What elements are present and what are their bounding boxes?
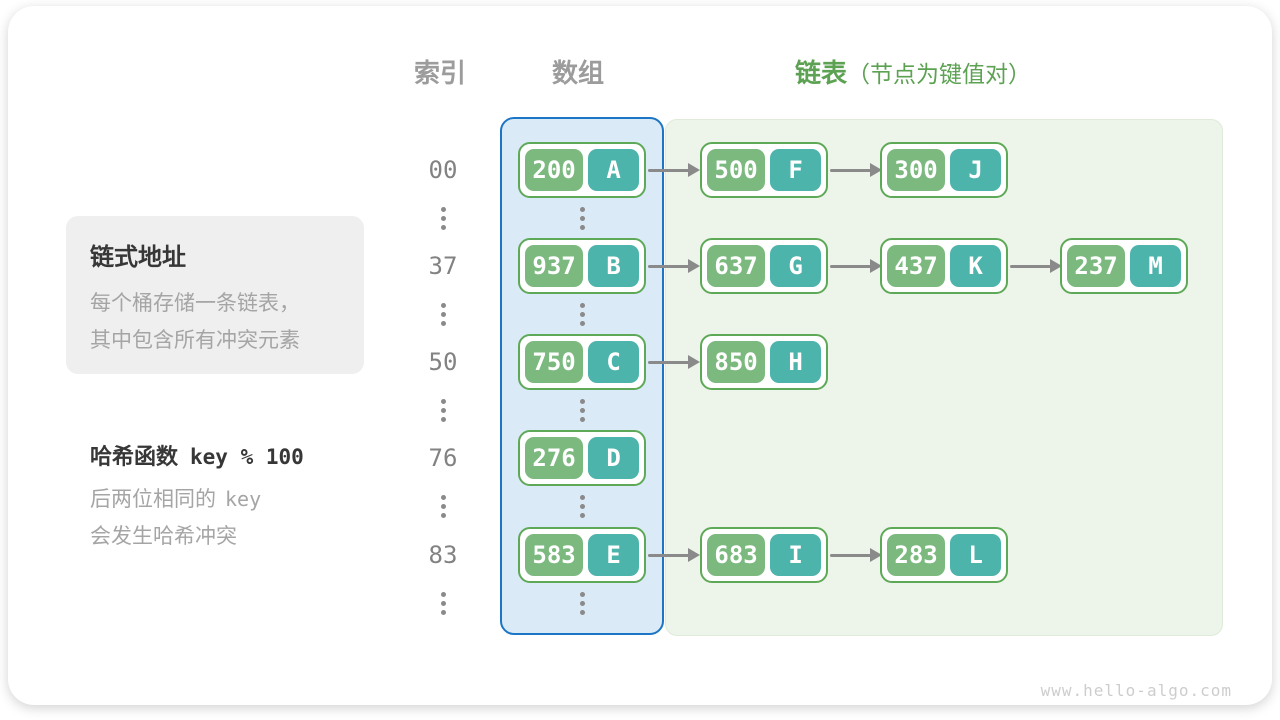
bucket-76-index-label: 76 <box>428 444 458 472</box>
node-value: M <box>1130 245 1181 287</box>
arrow-icon <box>648 258 700 274</box>
vertical-ellipsis-icon <box>579 303 585 326</box>
node-key: 750 <box>525 341 584 383</box>
node-key: 237 <box>1067 245 1126 287</box>
arrow-icon <box>830 547 882 563</box>
hash-collision-note-1: 后两位相同的 key <box>90 483 261 513</box>
kv-node-437-K: 437 K <box>880 238 1008 294</box>
list-header-title: 链表 <box>795 58 848 88</box>
bucket-00-index-label: 00 <box>428 156 458 184</box>
hash-collision-note-2: 会发生哈希冲突 <box>90 525 237 548</box>
node-value: F <box>770 149 821 191</box>
node-key: 300 <box>887 149 946 191</box>
note-card-title: 链式地址 <box>90 244 186 271</box>
arrow-icon <box>648 162 700 178</box>
node-value: L <box>950 534 1001 576</box>
vertical-ellipsis-icon <box>440 495 446 518</box>
kv-node-237-M: 237 M <box>1060 238 1188 294</box>
figure-card: 索引 数组 链表（节点为键值对） 链式地址 每个桶存储一条链表， 其中包含所有冲… <box>8 6 1272 705</box>
vertical-ellipsis-icon <box>579 592 585 615</box>
node-value: H <box>770 341 821 383</box>
kv-node-637-G: 637 G <box>700 238 828 294</box>
node-value: D <box>588 437 639 479</box>
bucket-83-index-label: 83 <box>428 541 458 569</box>
node-key: 276 <box>525 437 584 479</box>
arrow-icon <box>830 162 882 178</box>
arrow-icon <box>648 354 700 370</box>
bucket-37-index-label: 37 <box>428 252 458 280</box>
node-key: 637 <box>707 245 766 287</box>
node-key: 937 <box>525 245 584 287</box>
node-value: G <box>770 245 821 287</box>
kv-node-850-H: 850 H <box>700 334 828 390</box>
kv-node-200-A: 200 A <box>518 142 646 198</box>
arrow-icon <box>1010 258 1062 274</box>
hash-function-line: 哈希函数 key % 100 <box>90 439 304 471</box>
node-value: K <box>950 245 1001 287</box>
node-value: E <box>588 534 639 576</box>
bucket-50-index-label: 50 <box>428 348 458 376</box>
chaining-note-card: 链式地址 每个桶存储一条链表， 其中包含所有冲突元素 <box>66 216 364 374</box>
note-card-line-1: 每个桶存储一条链表， <box>90 292 300 315</box>
vertical-ellipsis-icon <box>579 495 585 518</box>
vertical-ellipsis-icon <box>579 399 585 422</box>
kv-node-300-J: 300 J <box>880 142 1008 198</box>
vertical-ellipsis-icon <box>440 592 446 615</box>
node-value: C <box>588 341 639 383</box>
column-header-list: 链表（节点为键值对） <box>795 53 1031 90</box>
node-key: 683 <box>707 534 766 576</box>
vertical-ellipsis-icon <box>440 303 446 326</box>
node-value: A <box>588 149 639 191</box>
node-key: 850 <box>707 341 766 383</box>
node-key: 200 <box>525 149 584 191</box>
column-header-array: 数组 <box>551 58 604 88</box>
node-key: 500 <box>707 149 766 191</box>
kv-node-583-E: 583 E <box>518 527 646 583</box>
kv-node-937-B: 937 B <box>518 238 646 294</box>
node-value: B <box>588 245 639 287</box>
node-value: J <box>950 149 1001 191</box>
watermark: www.hello-algo.com <box>1040 681 1232 700</box>
hash-function-label: 哈希函数 <box>90 444 179 469</box>
node-key: 583 <box>525 534 584 576</box>
node-key: 283 <box>887 534 946 576</box>
note-card-line-2: 其中包含所有冲突元素 <box>90 329 300 352</box>
kv-node-500-F: 500 F <box>700 142 828 198</box>
kv-node-283-L: 283 L <box>880 527 1008 583</box>
vertical-ellipsis-icon <box>579 207 585 230</box>
hash-note-code: key <box>225 487 262 511</box>
kv-node-750-C: 750 C <box>518 334 646 390</box>
kv-node-276-D: 276 D <box>518 430 646 486</box>
column-header-index: 索引 <box>413 58 466 88</box>
list-header-note: （节点为键值对） <box>847 61 1032 87</box>
vertical-ellipsis-icon <box>440 207 446 230</box>
hash-note-text: 后两位相同的 <box>90 488 216 511</box>
kv-node-683-I: 683 I <box>700 527 828 583</box>
arrow-icon <box>648 547 700 563</box>
vertical-ellipsis-icon <box>440 399 446 422</box>
hash-function-formula: key % 100 <box>190 445 304 469</box>
node-key: 437 <box>887 245 946 287</box>
node-value: I <box>770 534 821 576</box>
arrow-icon <box>830 258 882 274</box>
